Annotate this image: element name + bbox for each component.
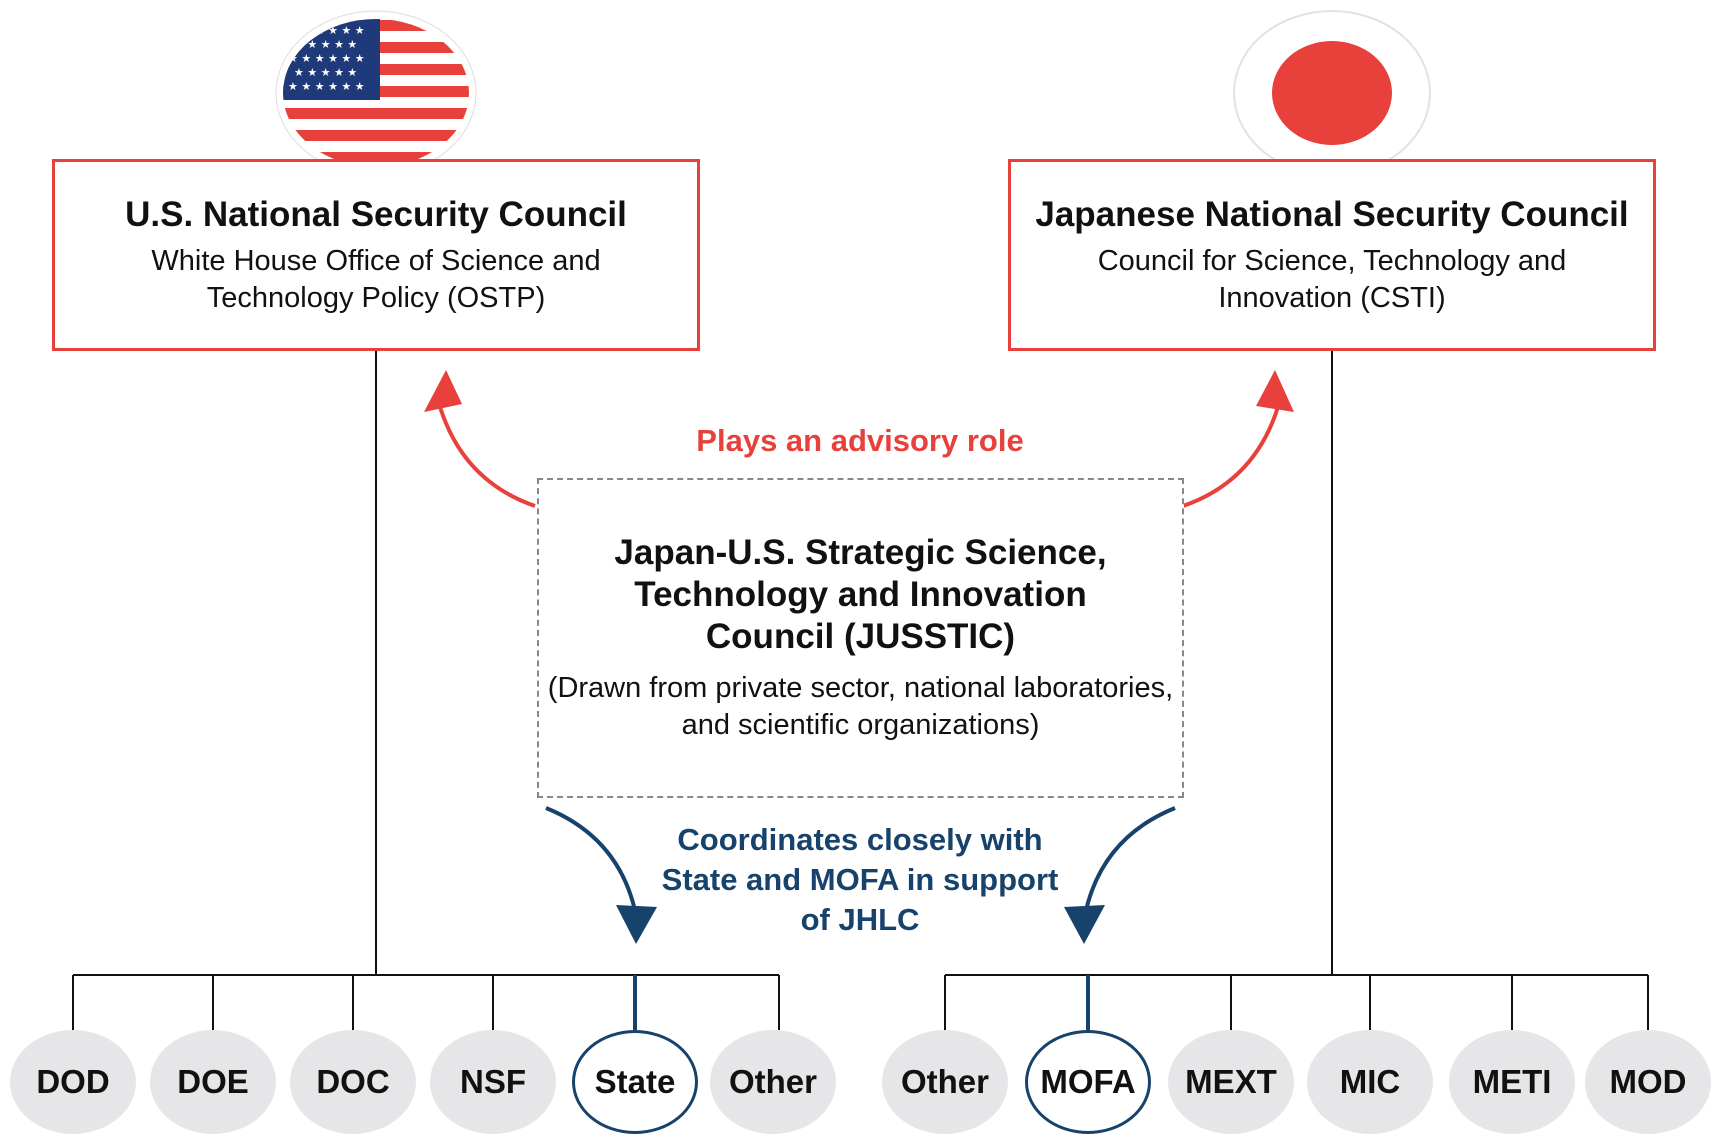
agency-doe-label: DOE [177,1063,249,1100]
agency-jp-other: Other [882,1030,1008,1134]
svg-text:★ ★ ★ ★ ★: ★ ★ ★ ★ ★ [294,38,357,51]
advisory-arrow-right [1182,399,1282,508]
agency-mic-label: MIC [1339,1063,1401,1100]
japan-flag-icon [1233,10,1431,176]
agency-mext-label: MEXT [1185,1063,1277,1100]
agency-mofa: MOFA [1025,1030,1151,1134]
agency-mod-label: MOD [1609,1063,1687,1100]
agency-us-other-label: Other [728,1063,817,1100]
svg-text:★ ★ ★ ★ ★ ★: ★ ★ ★ ★ ★ ★ [288,52,365,65]
agency-nsf: NSF [430,1030,556,1134]
coord-arrowhead-left [616,905,657,944]
svg-text:★ ★ ★ ★ ★: ★ ★ ★ ★ ★ [294,66,357,79]
agency-mod: MOD [1585,1030,1711,1134]
agency-jp-other-label: Other [900,1063,989,1100]
advisory-arrowhead-right [1256,370,1294,412]
us-nsc-subtitle: White House Office of Science and Techno… [151,245,601,314]
agency-mofa-label: MOFA [1040,1063,1136,1100]
agency-us-other: Other [710,1030,836,1134]
agency-doe: DOE [150,1030,276,1134]
us-flag-icon: ★ ★ ★ ★ ★ ★ ★ ★ ★ ★ ★ ★ ★ ★ ★ ★ ★ ★ ★ ★ … [275,10,477,176]
jp-nsc-title: Japanese National Security Council [1035,195,1629,234]
advisory-arrow-left [436,399,536,508]
jussstic-box: Japan-U.S. Strategic Science, Technology… [537,478,1184,798]
agency-dod: DOD [10,1030,136,1134]
agency-dod-label: DOD [36,1063,110,1100]
agency-state: State [572,1030,698,1134]
agency-doc-label: DOC [316,1063,390,1100]
coord-arrowhead-right [1064,905,1105,944]
jp-nsc-box: Japanese National Security Council Counc… [1008,159,1656,351]
jp-nsc-subtitle: Council for Science, Technology and Inno… [1097,245,1567,314]
jussstic-title: Japan-U.S. Strategic Science, Technology… [614,533,1107,656]
svg-text:★ ★ ★ ★ ★ ★: ★ ★ ★ ★ ★ ★ [288,80,365,93]
us-nsc-box: U.S. National Security Council White Hou… [52,159,700,351]
agency-doc: DOC [290,1030,416,1134]
coordinates-label: Coordinates closely with State and MOFA … [661,822,1059,937]
agency-mext: MEXT [1168,1030,1294,1134]
advisory-arrowhead-left [424,370,462,412]
advisory-label: Plays an advisory role [696,423,1024,458]
coord-arrow-left [545,806,638,916]
us-nsc-title: U.S. National Security Council [125,195,627,234]
agency-mic: MIC [1307,1030,1433,1134]
jussstic-subtitle: (Drawn from private sector, national lab… [547,672,1174,741]
agency-state-label: State [594,1063,676,1100]
coord-arrow-right [1083,806,1176,916]
agency-nsf-label: NSF [460,1063,526,1100]
agency-meti-label: METI [1472,1063,1552,1100]
agency-meti: METI [1449,1030,1575,1134]
